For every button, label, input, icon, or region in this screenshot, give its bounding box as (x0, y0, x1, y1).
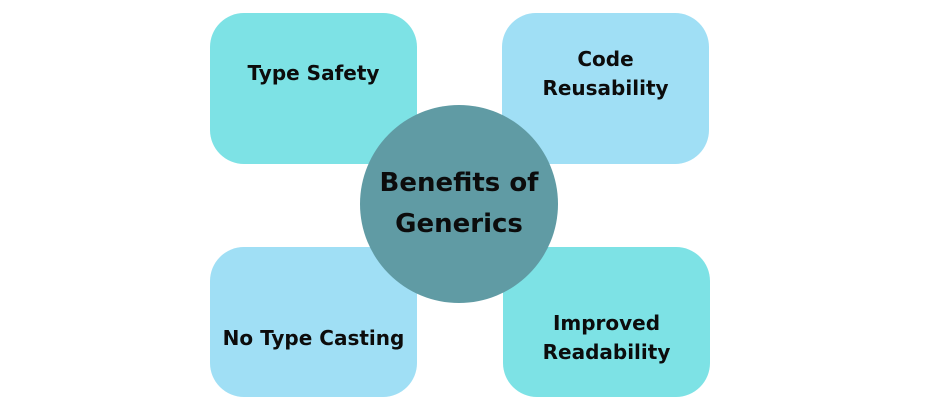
benefit-box-label: Code Reusability (542, 46, 669, 100)
benefit-box-label: Improved Readability (542, 311, 671, 364)
benefit-box-code-reusability: Code Reusability (502, 13, 709, 164)
benefit-box-label: No Type Casting (222, 325, 405, 350)
diagram-title-line-2: Generics (395, 209, 523, 239)
benefit-box-type-safety: Type Safety (210, 13, 417, 164)
diagram-title: Benefits of Generics (380, 163, 539, 245)
diagram-title-line-1: Benefits of (379, 167, 539, 198)
benefit-box-improved-readability: Improved Readability (503, 247, 710, 397)
benefit-box-no-type-casting: No Type Casting (210, 247, 417, 397)
benefit-box-label: Type Safety (247, 61, 380, 85)
center-circle: Benefits of Generics (360, 105, 558, 303)
